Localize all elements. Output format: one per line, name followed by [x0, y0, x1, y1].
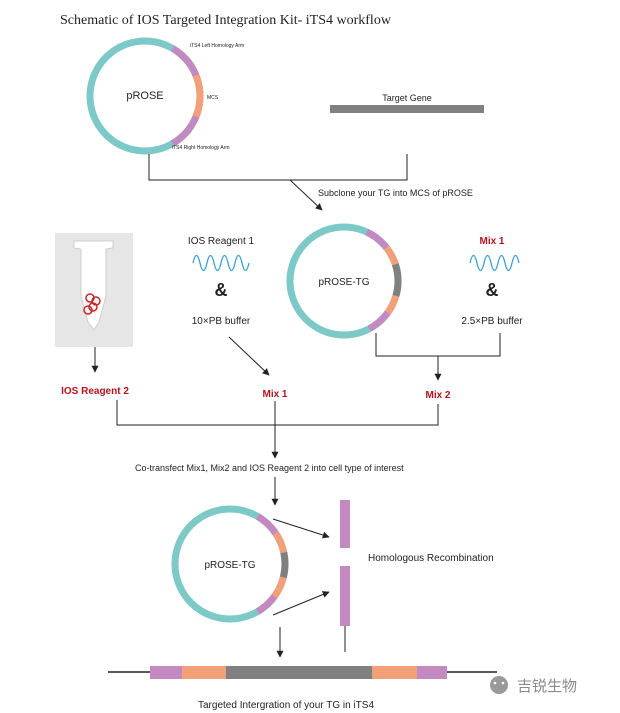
bead-4 [83, 305, 93, 315]
plasmid-name: pROSE [126, 90, 163, 102]
bead-3 [88, 302, 98, 312]
target-gene-label: Target Gene [382, 93, 432, 103]
diagram-title: Schematic of IOS Targeted Integration Ki… [60, 13, 392, 28]
mix1-source-amp: & [486, 280, 499, 300]
reagent1-buffer: 10×PB buffer [192, 316, 251, 327]
reagent1-arrow [228, 336, 270, 376]
integrated-locus [108, 666, 497, 679]
cotransfect-label: Co-transfect Mix1, Mix2 and IOS Reagent … [135, 463, 404, 473]
mcs-segment [384, 294, 400, 315]
mcs-segment [383, 245, 399, 266]
left-homology-arm [365, 228, 390, 251]
mcs-segment [271, 576, 287, 599]
subclone-label: Subclone your TG into MCS of pROSE [318, 188, 473, 198]
mix1-source-name: Mix 1 [479, 236, 504, 247]
wave-icon [469, 254, 520, 272]
right-arm-label: iTS4 Right Homology Arm [172, 145, 230, 151]
locus-mcs-right [372, 666, 417, 679]
locus-target-gene [226, 666, 372, 679]
chromosome-right-arm [340, 566, 350, 626]
plasmid-name: pROSE-TG [318, 277, 369, 288]
recombination-arrow-top [272, 518, 330, 539]
integration-label: Targeted Intergration of your TG in iTS4 [198, 700, 374, 711]
right-homology-arm [367, 310, 391, 332]
plasmid-prose: pROSE iTS4 Left Homology Arm MCS iTS4 Ri… [86, 37, 244, 155]
watermark-text: 吉锐生物 [517, 677, 577, 695]
right-homology-arm [255, 594, 278, 615]
target-gene: Target Gene [330, 93, 484, 113]
mcs-label: MCS [207, 95, 219, 101]
locus-mcs-left [182, 666, 226, 679]
wechat-icon [490, 676, 508, 694]
subclone-bracket [148, 154, 408, 181]
mix2-bracket [375, 333, 501, 357]
target-gene-segment [279, 551, 289, 579]
mix1-label: Mix 1 [262, 389, 287, 400]
plasmid-name: pROSE-TG [204, 560, 255, 571]
mcs-segment [272, 531, 288, 554]
combine-bracket [116, 400, 439, 426]
mix1-source-buffer: 2.5×PB buffer [461, 316, 523, 327]
reagent2-label: IOS Reagent 2 [61, 386, 129, 397]
left-homology-arm [255, 513, 279, 536]
reagent-tube-icon [55, 233, 133, 347]
mix1-source-group: Mix 1 & 2.5×PB buffer [461, 236, 523, 327]
recombination-arrow-bottom [272, 591, 330, 616]
plasmid-prose-tg-bottom: pROSE-TG [171, 505, 289, 623]
mix2-label: Mix 2 [425, 390, 450, 401]
subclone-arrow [289, 179, 323, 211]
wave-icon [192, 254, 250, 272]
target-gene-bar [330, 105, 484, 113]
chromosome-left-arm [340, 500, 350, 548]
reagent1-amp: & [215, 280, 228, 300]
recombination-label: Homologous Recombination [368, 553, 494, 564]
watermark: 吉锐生物 [490, 676, 577, 695]
locus-left-arm [150, 666, 182, 679]
tube-shape [73, 240, 114, 331]
left-arm-label: iTS4 Left Homology Arm [190, 43, 244, 49]
mcs-segment [192, 74, 204, 118]
target-gene-segment [391, 263, 402, 297]
right-homology-arm [170, 115, 200, 147]
reagent1-name: IOS Reagent 1 [188, 236, 255, 247]
left-homology-arm [170, 45, 200, 77]
plasmid-prose-tg-middle: pROSE-TG [286, 223, 402, 339]
locus-right-arm [417, 666, 447, 679]
reagent1-group: IOS Reagent 1 & 10×PB buffer [188, 236, 255, 327]
